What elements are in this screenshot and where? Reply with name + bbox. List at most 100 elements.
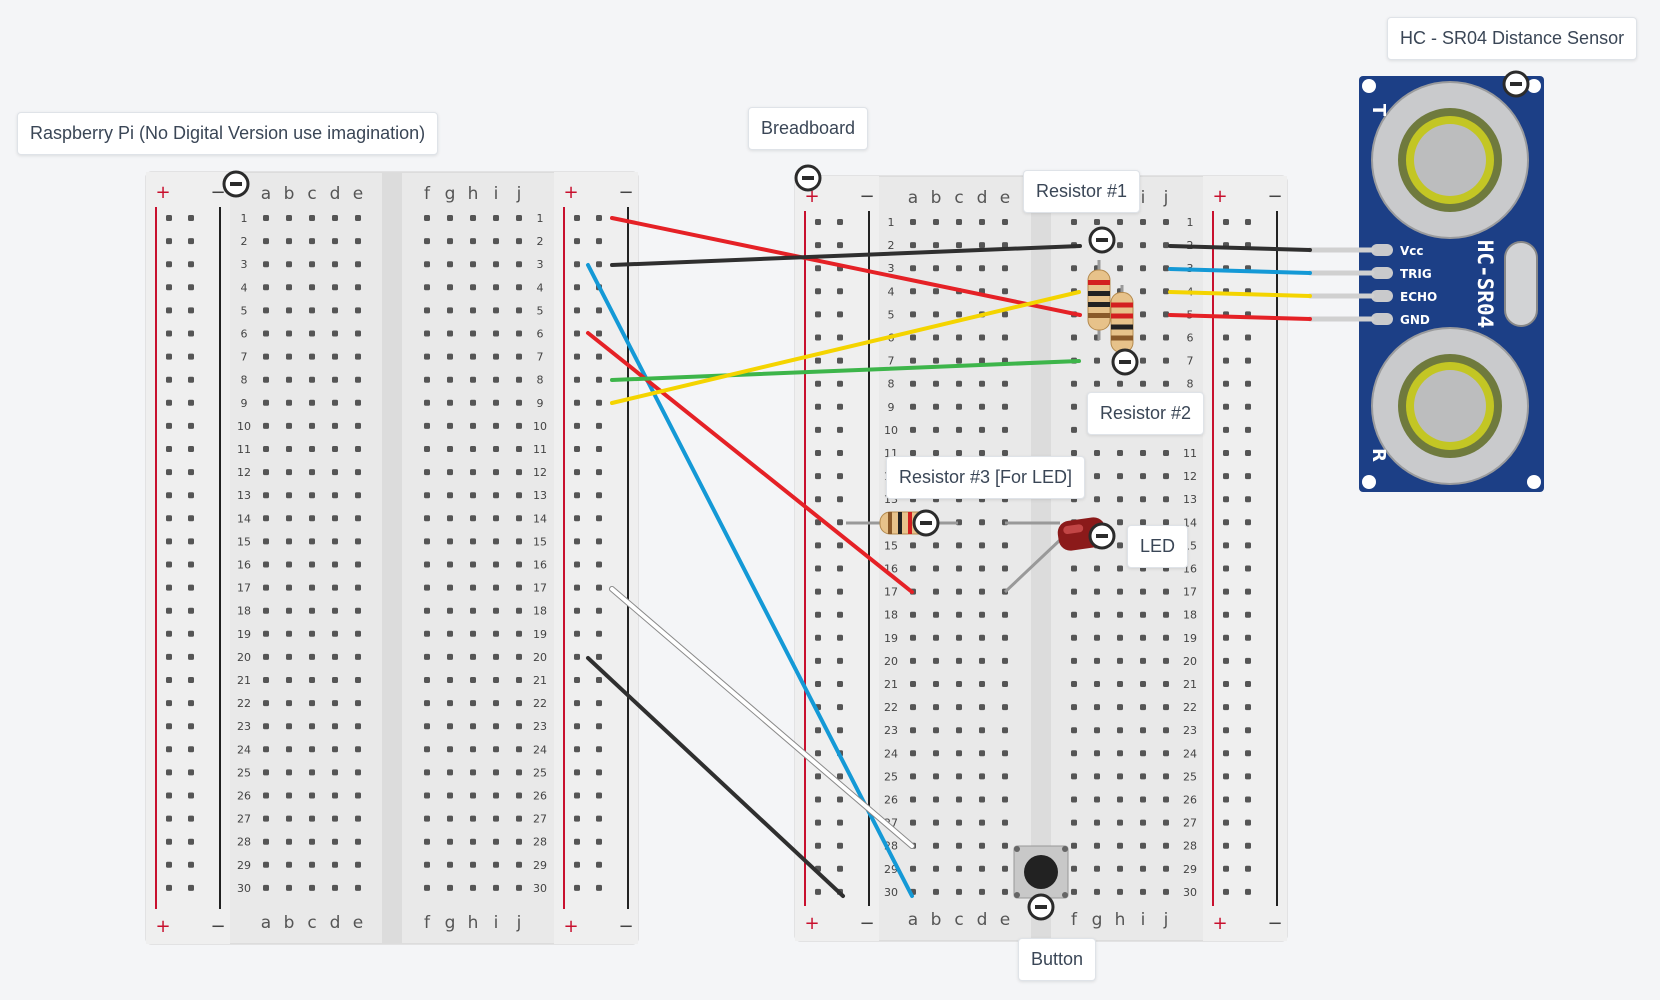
tie-point (263, 515, 269, 522)
tie-point (470, 538, 476, 545)
column-label: j (1163, 188, 1169, 208)
rail-hole (1223, 496, 1229, 503)
row-number: 22 (533, 697, 547, 710)
tie-point (933, 888, 939, 895)
rail-hole (1223, 219, 1229, 225)
tie-point (286, 607, 292, 614)
tie-point (424, 561, 430, 568)
label-hc-sr04[interactable]: HC - SR04 Distance Sensor (1387, 17, 1638, 60)
rail-hole (1245, 219, 1251, 225)
rail-hole (188, 422, 194, 429)
tie-point (263, 330, 269, 337)
rail-hole (166, 815, 172, 822)
tie-point (1163, 242, 1169, 249)
tie-point (956, 657, 962, 664)
rail-hole (837, 796, 843, 803)
collapse-marker-bar (802, 176, 814, 180)
tie-point (1002, 750, 1008, 757)
tie-point (1117, 773, 1123, 780)
sensor-pin-pad (1371, 313, 1393, 325)
tie-point (309, 584, 315, 591)
tie-point (1163, 519, 1169, 526)
tie-point (447, 861, 453, 868)
row-number: 2 (888, 239, 895, 252)
tie-point (424, 330, 430, 337)
rail-hole (837, 588, 843, 595)
tie-point (979, 634, 985, 641)
tie-point (332, 399, 338, 406)
row-number: 26 (533, 790, 547, 803)
tie-point (1071, 380, 1077, 387)
row-number: 11 (1183, 447, 1197, 460)
rail-hole (596, 584, 602, 591)
rail-hole (166, 838, 172, 845)
rail-hole (1223, 727, 1229, 734)
rail-hole (596, 238, 602, 245)
rail-hole (188, 399, 194, 406)
rail-hole (574, 284, 580, 291)
rail-hole (574, 307, 580, 314)
tie-point (493, 630, 499, 637)
label-button[interactable]: Button (1018, 938, 1097, 981)
column-label: h (1115, 910, 1126, 930)
tie-point (933, 242, 939, 249)
tie-point (355, 353, 361, 360)
label-resistor-2[interactable]: Resistor #2 (1087, 392, 1205, 435)
row-number: 23 (237, 720, 251, 733)
row-number: 10 (533, 420, 547, 433)
tie-point (424, 238, 430, 245)
tie-point (493, 238, 499, 245)
tie-point (1140, 334, 1146, 341)
column-label: j (1163, 910, 1169, 930)
rail-hole (837, 311, 843, 318)
rail-hole (166, 515, 172, 522)
rail-hole (1245, 681, 1251, 687)
tie-point (956, 773, 962, 780)
column-label: b (931, 910, 942, 930)
tie-point (1140, 380, 1146, 387)
tie-point (933, 681, 939, 687)
rail-hole (166, 238, 172, 245)
column-label: j (516, 913, 522, 933)
tie-point (263, 861, 269, 868)
rail-hole (1223, 634, 1229, 641)
tie-point (470, 469, 476, 476)
rail-hole (596, 376, 602, 383)
tie-point (263, 538, 269, 545)
tie-point (355, 538, 361, 545)
tie-point (309, 330, 315, 337)
tie-point (956, 426, 962, 433)
resistor-2-band (1111, 335, 1133, 341)
tie-point (332, 700, 338, 707)
tie-point (355, 561, 361, 568)
label-resistor-1[interactable]: Resistor #1 (1023, 170, 1141, 213)
label-led[interactable]: LED (1127, 525, 1189, 568)
receiver-label: R (1368, 448, 1389, 462)
label-resistor-3[interactable]: Resistor #3 [For LED] (886, 456, 1086, 499)
resistor-2-band (1111, 324, 1133, 330)
label-raspberry-pi[interactable]: Raspberry Pi (No Digital Version use ima… (17, 112, 439, 155)
tie-point (424, 815, 430, 822)
wire-red-led (586, 331, 914, 594)
row-number: 18 (884, 609, 898, 622)
row-number: 6 (1187, 332, 1194, 345)
row-number: 15 (533, 535, 547, 548)
column-label: b (931, 188, 942, 208)
tie-point (979, 219, 985, 225)
tie-point (263, 307, 269, 314)
tie-point (1117, 380, 1123, 387)
tie-point (910, 727, 916, 734)
rail-hole (596, 515, 602, 522)
tie-point (956, 727, 962, 734)
row-number: 17 (884, 586, 898, 599)
rail-hole (574, 492, 580, 499)
tie-point (286, 792, 292, 799)
rail-hole (166, 677, 172, 683)
label-breadboard[interactable]: Breadboard (748, 107, 869, 150)
row-number: 4 (888, 285, 895, 298)
row-number: 26 (1183, 794, 1197, 807)
tie-point (910, 865, 916, 872)
row-number: 27 (237, 813, 251, 826)
tie-point (1117, 750, 1123, 757)
tie-point (910, 681, 916, 687)
